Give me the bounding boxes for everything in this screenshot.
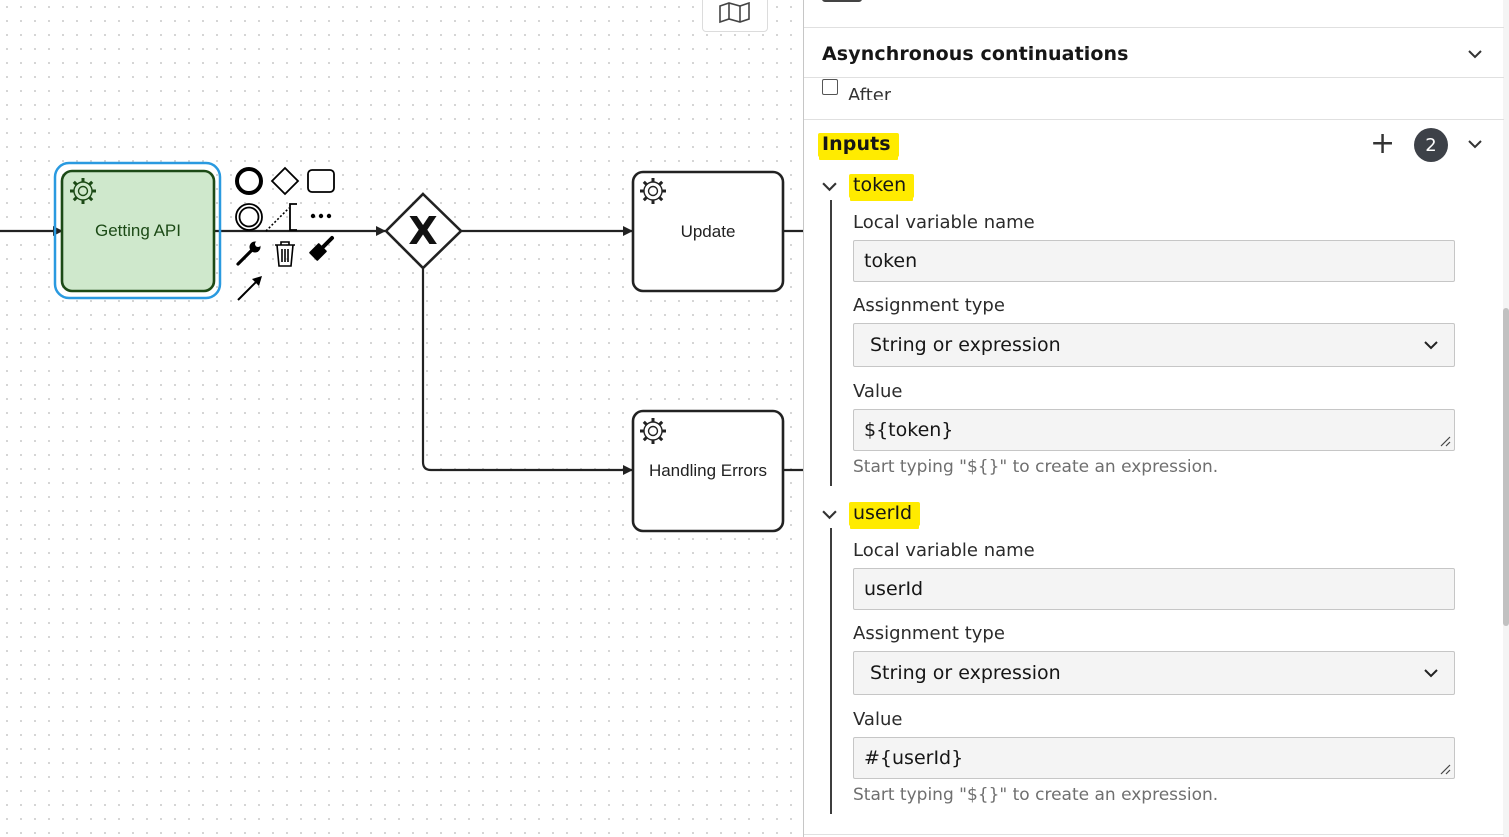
- assignment-type-label: Assignment type: [853, 623, 1005, 644]
- panel-scrollbar-thumb[interactable]: [1503, 308, 1509, 626]
- service-task-gear-icon: [640, 178, 666, 204]
- chevron-down-icon: [1424, 341, 1438, 350]
- gateway-marker: X: [408, 209, 438, 253]
- flow-gateway-to-handling-errors: [421, 269, 633, 475]
- local-variable-name-input[interactable]: token: [853, 240, 1455, 282]
- input-entry-userid: userId Local variable name userId Assign…: [822, 500, 1462, 815]
- assignment-type-value: String or expression: [870, 662, 1061, 684]
- minimap-toggle-button[interactable]: [702, 0, 768, 32]
- async-continuations-title: Asynchronous continuations: [822, 43, 1129, 65]
- input-entry-header[interactable]: userId: [822, 502, 921, 526]
- local-variable-name-input[interactable]: userId: [853, 568, 1455, 610]
- task-label-getting-api: Getting API: [95, 221, 181, 240]
- expression-hint: Start typing "${}" to create an expressi…: [853, 457, 1219, 477]
- input-entry-header[interactable]: token: [822, 174, 915, 198]
- expression-hint: Start typing "${}" to create an expressi…: [853, 785, 1219, 805]
- local-variable-name-label: Local variable name: [853, 212, 1035, 233]
- input-entry-token: token Local variable name token Assignme…: [822, 172, 1462, 487]
- sequence-flows[interactable]: [0, 226, 803, 475]
- input-entry-name: userId: [849, 502, 921, 526]
- task-label-update: Update: [680, 221, 736, 241]
- value-text: ${token}: [864, 419, 954, 441]
- chevron-down-icon[interactable]: [822, 507, 837, 522]
- input-entry-name: token: [849, 174, 915, 198]
- service-task-gear-icon: [640, 418, 666, 444]
- intermediate-event-icon: [235, 203, 263, 231]
- value-label: Value: [853, 381, 903, 402]
- value-textarea[interactable]: ${token}: [853, 409, 1455, 451]
- task-update[interactable]: [631, 170, 785, 293]
- chevron-down-icon[interactable]: [1468, 137, 1482, 151]
- chevron-down-icon[interactable]: [1468, 47, 1482, 61]
- gateway-icon: [270, 166, 300, 196]
- task-label-handling-errors: Handling Errors: [648, 461, 768, 480]
- inputs-count-badge: 2: [1414, 128, 1448, 162]
- assignment-type-select[interactable]: String or expression: [853, 323, 1455, 367]
- after-label: After: [848, 85, 892, 100]
- inputs-title: Inputs: [818, 133, 899, 157]
- map-icon: [719, 2, 750, 24]
- more-icon: [310, 213, 332, 219]
- async-bottom-divider: [804, 119, 1504, 120]
- task-getting-api[interactable]: [53, 161, 222, 300]
- connect-arrow-icon: [237, 276, 262, 301]
- assignment-type-value: String or expression: [870, 334, 1061, 356]
- add-input-button[interactable]: +: [1370, 126, 1396, 161]
- assignment-type-label: Assignment type: [853, 295, 1005, 316]
- trash-icon: [275, 241, 295, 267]
- end-event-icon: [235, 167, 263, 195]
- task-handling-errors[interactable]: [631, 409, 785, 533]
- exclusive-gateway[interactable]: [384, 192, 463, 270]
- wrench-icon: [236, 241, 261, 266]
- assignment-type-select[interactable]: String or expression: [853, 651, 1455, 695]
- text-annotation-icon: [265, 203, 297, 232]
- entry-indent-line: [830, 528, 832, 814]
- properties-panel: Asynchronous continuations After Inputs …: [803, 0, 1509, 837]
- after-checkbox[interactable]: [822, 79, 838, 95]
- resize-grip-icon[interactable]: [1439, 435, 1451, 447]
- value-label: Value: [853, 709, 903, 730]
- value-text: #{userId}: [864, 747, 964, 769]
- context-pad[interactable]: [235, 166, 335, 301]
- previous-group-cutoff: [804, 0, 1504, 28]
- after-checkbox-row[interactable]: After: [822, 78, 891, 100]
- bpmn-canvas[interactable]: Getting API Update Handling Errors X: [0, 0, 803, 837]
- async-continuations-header[interactable]: Asynchronous continuations: [804, 32, 1504, 76]
- task-icon: [307, 169, 335, 193]
- resize-grip-icon[interactable]: [1439, 763, 1451, 775]
- async-divider: [804, 77, 1504, 78]
- local-variable-name-label: Local variable name: [853, 540, 1035, 561]
- chevron-down-icon: [1424, 669, 1438, 678]
- inputs-bottom-divider: [804, 834, 1504, 835]
- cutoff-toggle-icon: [822, 0, 862, 2]
- selection-outline: [53, 161, 222, 300]
- color-brush-icon: [309, 236, 334, 261]
- chevron-down-icon[interactable]: [822, 179, 837, 194]
- service-task-gear-icon: [70, 178, 96, 204]
- inputs-header[interactable]: Inputs: [804, 126, 1504, 164]
- entry-indent-line: [830, 200, 832, 486]
- value-textarea[interactable]: #{userId}: [853, 737, 1455, 779]
